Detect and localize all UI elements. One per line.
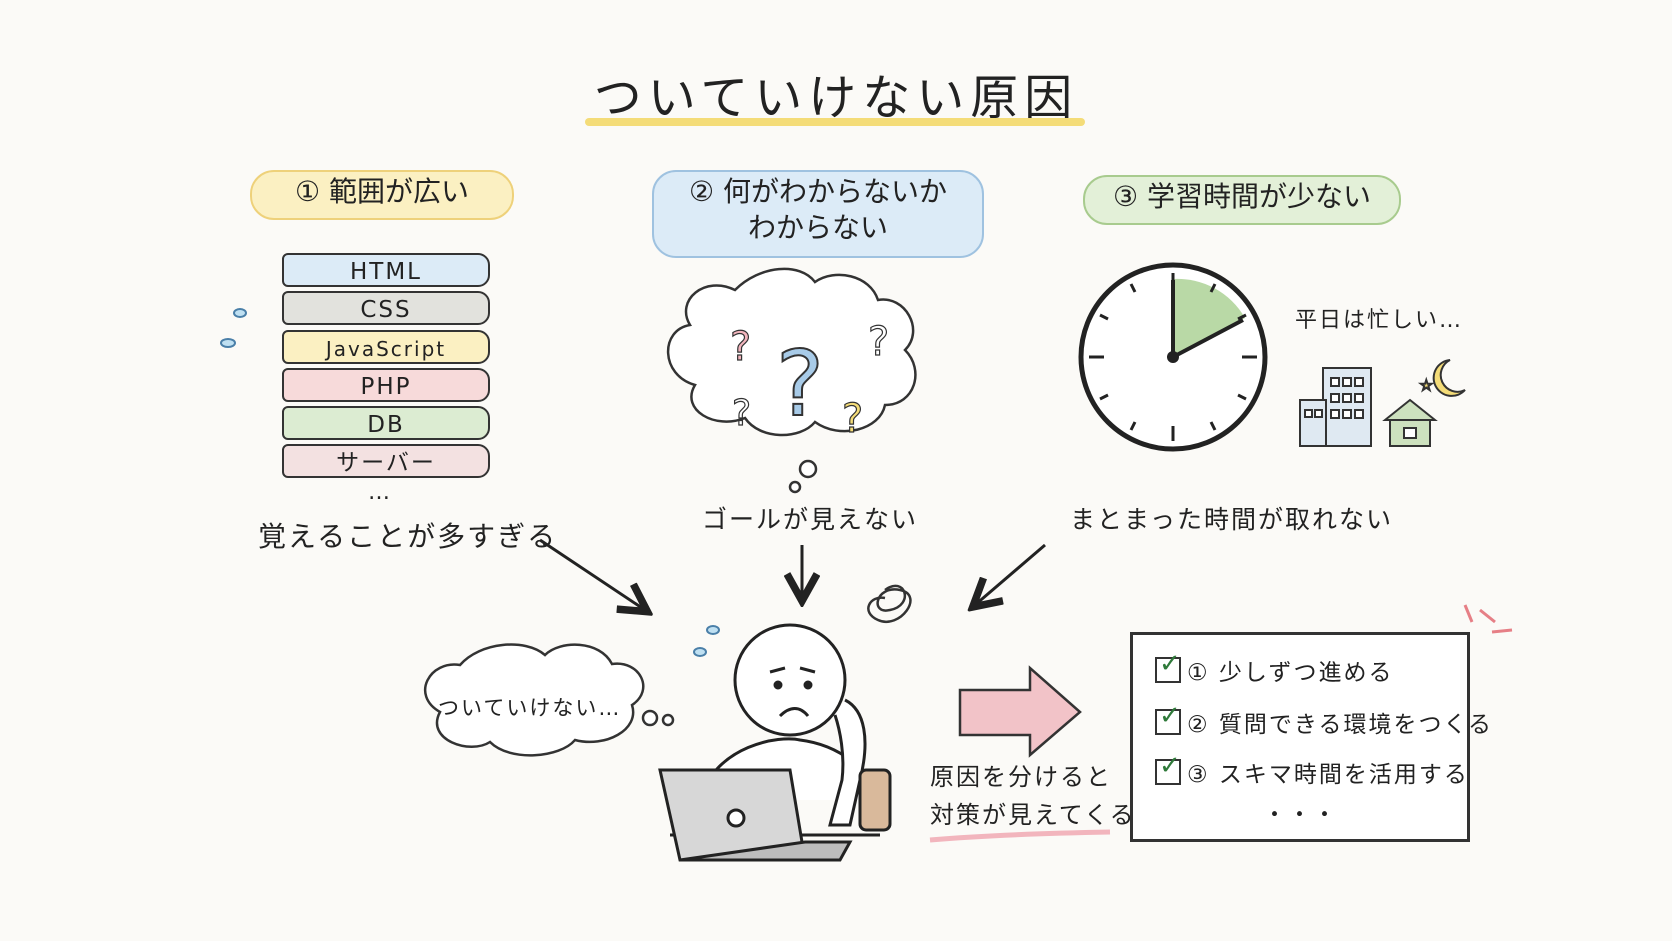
worried-person-icon (658, 623, 892, 862)
books-ellipsis: … (368, 480, 392, 505)
sweat-drops-icon (220, 308, 247, 348)
weekday-note: 平日は忙しい… (1295, 308, 1464, 333)
cause-2-caption: ゴールが見えない (702, 505, 919, 534)
clock-icon (1078, 262, 1268, 452)
checkbox-checked-icon (1155, 649, 1183, 683)
svg-text:?: ? (868, 319, 889, 365)
confusion-swirl-icon (867, 584, 912, 623)
svg-text:?: ? (732, 393, 751, 434)
svg-text:?: ? (776, 332, 824, 437)
checklist-item-1-text: ① 少しずつ進める (1187, 660, 1394, 686)
question-cloud-icon: ? ? ? ? ? (666, 267, 917, 494)
cause-2-label-line2: わからない (747, 211, 888, 244)
cause-1-label: ① 範囲が広い (250, 170, 514, 220)
head-sweat-icon (693, 625, 720, 657)
page-title: ついていけない原因 (593, 70, 1079, 126)
cause-2-label-line1: ② 何がわからないか (688, 175, 947, 208)
solution-checklist: ① 少しずつ進める ② 質問できる環境をつくる ③ スキマ時間を活用する ・・・ (1130, 632, 1491, 842)
book-db: DB (282, 406, 490, 440)
svg-text:?: ? (730, 324, 751, 370)
thought-cloud-icon (423, 643, 675, 757)
book-server: サーバー (282, 444, 490, 478)
svg-text:?: ? (842, 396, 863, 442)
title-underline (585, 118, 1085, 126)
book-css: CSS (282, 291, 490, 325)
checklist-item-3-text: ③ スキマ時間を活用する (1187, 762, 1469, 788)
moon-icon: ★ (1419, 359, 1466, 397)
checklist-ellipsis: ・・・ (1263, 802, 1338, 828)
book-javascript: JavaScript (282, 330, 490, 364)
cause-2-label: ② 何がわからないか わからない (652, 170, 984, 258)
cause-3-caption: まとまった時間が取れない (1070, 505, 1394, 534)
hint-line-1: 原因を分けると (930, 763, 1112, 791)
book-php: PHP (282, 368, 490, 402)
checklist-item-2: ② 質問できる環境をつくる (1155, 701, 1494, 739)
emphasis-lines-icon (1463, 604, 1513, 634)
svg-text:★: ★ (1420, 378, 1433, 394)
checkbox-checked-icon (1155, 701, 1183, 735)
checklist-item-3: ③ スキマ時間を活用する (1155, 751, 1469, 789)
pink-arrow-icon (958, 665, 1082, 758)
house-icon (1382, 398, 1438, 447)
cause-1-caption: 覚えることが多すぎる (258, 520, 558, 553)
checkbox-checked-icon (1155, 751, 1183, 785)
checklist-item-2-text: ② 質問できる環境をつくる (1187, 712, 1494, 738)
cause-3-label: ③ 学習時間が少ない (1083, 175, 1401, 225)
hint-underline (929, 829, 1111, 843)
thought-bubble-text: ついていけない… (438, 696, 622, 720)
hint-line-2: 対策が見えてくる! (930, 801, 1148, 829)
checklist-item-1: ① 少しずつ進める (1155, 649, 1394, 687)
book-html: HTML (282, 253, 490, 287)
buildings-icon (1299, 367, 1372, 447)
